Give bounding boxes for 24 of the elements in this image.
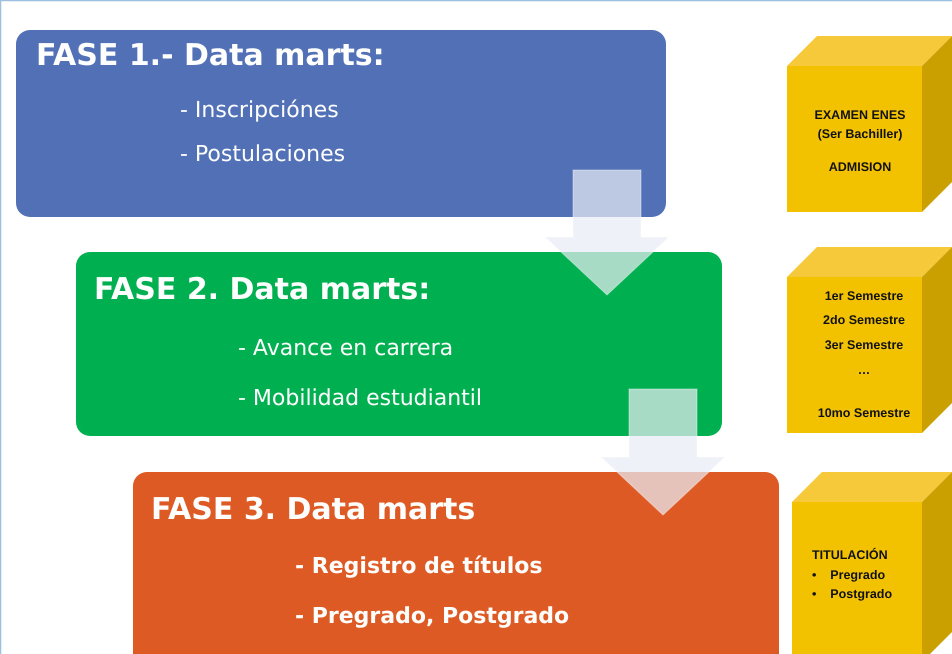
bullet-item: • Postgrado [812,586,892,603]
phase-heading: FASE 2. Data marts: [94,272,430,307]
phase-heading: FASE 3. Data marts [151,492,476,527]
data-mart-item: - Mobilidad estudiantil [238,386,482,411]
cube-label: TITULACIÓN [812,546,888,564]
cube-label: … [856,362,872,379]
data-mart-item: - Pregrado, Postgrado [295,604,570,629]
data-mart-item: - Avance en carrera [238,336,454,361]
data-mart-item: - Postulaciones [180,142,346,167]
block-arrow [600,388,726,516]
cube-label: EXAMEN ENES (Ser Bachiller) [814,107,906,143]
block-arrow [544,170,670,296]
bullet-item: • Pregrado [812,567,886,584]
data-mart-item: - Registro de títulos [295,554,542,579]
phase-box [76,252,722,436]
phase-heading: FASE 1.- Data marts: [36,38,385,73]
phase-box [133,472,779,654]
phase-box [16,30,666,217]
data-mart-item: - Inscripciónes [180,98,339,123]
cube-label: 2do Semestre [822,312,906,329]
cube-label: 10mo Semestre [816,405,912,422]
cube-label: ADMISION [828,159,892,176]
cube-label: 1er Semestre [824,288,904,305]
cube-label: 3er Semestre [824,337,904,354]
